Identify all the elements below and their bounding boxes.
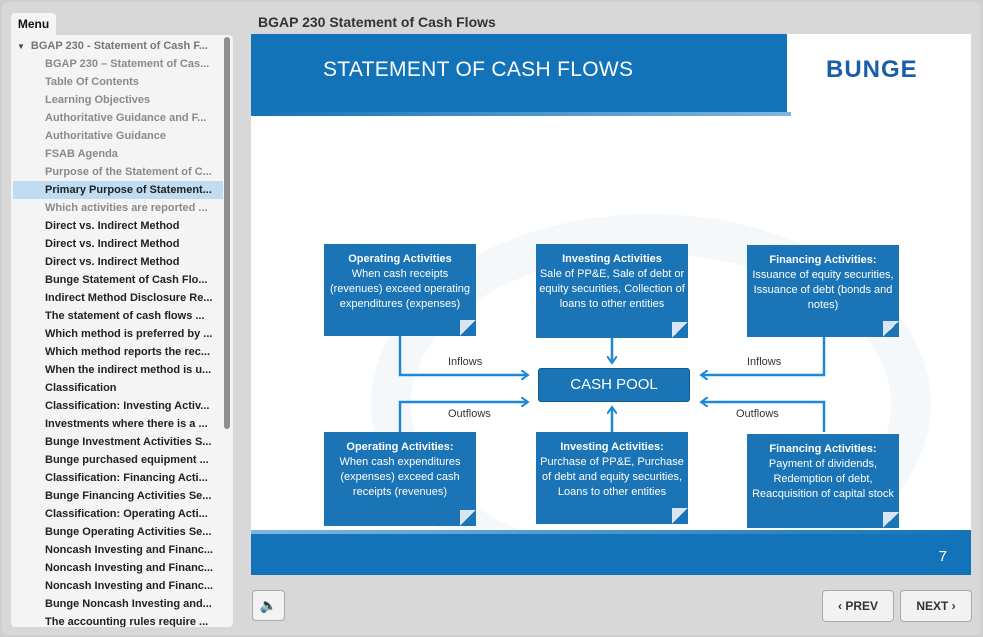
bunge-logo: BUNGE bbox=[826, 56, 918, 83]
box-operating-inflow: Operating Activities When cash receipts … bbox=[324, 244, 476, 336]
menu-item[interactable]: Classification bbox=[45, 382, 117, 394]
prev-label: PREV bbox=[845, 599, 879, 613]
menu-item[interactable]: The statement of cash flows ... bbox=[45, 310, 205, 322]
flow-arrows bbox=[398, 336, 826, 432]
menu-item-course[interactable]: ▼BGAP 230 - Statement of Cash F... bbox=[11, 37, 223, 55]
chevron-left-icon: ‹ bbox=[837, 599, 842, 613]
next-button[interactable]: NEXT › bbox=[900, 590, 972, 622]
menu-item[interactable]: Which method reports the rec... bbox=[45, 346, 211, 358]
footer-stripe bbox=[251, 530, 971, 534]
next-label: NEXT bbox=[916, 599, 949, 613]
box-title: Operating Activities bbox=[348, 253, 452, 265]
banner-stripe bbox=[251, 112, 791, 116]
cash-pool-box: CASH POOL bbox=[538, 368, 690, 402]
menu-item[interactable]: Bunge Statement of Cash Flo... bbox=[45, 274, 208, 286]
menu-item[interactable]: Indirect Method Disclosure Re... bbox=[45, 292, 213, 304]
logo-area bbox=[787, 34, 971, 112]
menu-item[interactable]: Direct vs. Indirect Method bbox=[45, 220, 180, 232]
box-investing-outflow: Investing Activities: Purchase of PP&E, … bbox=[536, 432, 688, 524]
page-curl bbox=[672, 322, 688, 338]
menu-item[interactable]: Bunge Investment Activities S... bbox=[45, 436, 212, 448]
box-text: Purchase of PP&E, Purchase of debt and e… bbox=[540, 456, 684, 498]
arrow-op-outflow bbox=[398, 402, 527, 432]
page-curl bbox=[460, 510, 476, 526]
menu-item[interactable]: Direct vs. Indirect Method bbox=[45, 238, 180, 250]
menu-scrollbar[interactable] bbox=[224, 37, 230, 429]
slide-title: STATEMENT OF CASH FLOWS bbox=[323, 58, 634, 81]
menu-item[interactable]: The accounting rules require ... bbox=[45, 616, 209, 627]
menu-item[interactable]: Bunge Operating Activities Se... bbox=[45, 526, 212, 538]
page-number: 7 bbox=[938, 548, 947, 565]
menu-item[interactable]: Authoritative Guidance and F... bbox=[45, 112, 207, 124]
box-title: Operating Activities: bbox=[346, 441, 454, 453]
menu-tab[interactable]: Menu bbox=[11, 13, 56, 35]
menu-item[interactable]: Bunge purchased equipment ... bbox=[45, 454, 209, 466]
menu-item[interactable]: Learning Objectives bbox=[45, 94, 151, 106]
box-title: Financing Activities: bbox=[769, 443, 877, 455]
arrow-fin-inflow bbox=[702, 336, 826, 375]
label-inflows-right: Inflows bbox=[747, 356, 782, 368]
menu-item-selected[interactable]: Primary Purpose of Statement... bbox=[13, 181, 223, 199]
menu-item[interactable]: FSAB Agenda bbox=[45, 148, 118, 160]
chevron-right-icon: › bbox=[951, 599, 956, 613]
sound-button[interactable]: 🔈 bbox=[252, 590, 285, 621]
box-investing-inflow: Investing Activities Sale of PP&E, Sale … bbox=[536, 244, 688, 338]
page-curl bbox=[460, 320, 476, 336]
menu-item[interactable]: Classification: Operating Acti... bbox=[45, 508, 208, 520]
menu-item[interactable]: Investments where there is a ... bbox=[45, 418, 208, 430]
speaker-icon: 🔈 bbox=[259, 597, 278, 613]
menu-item[interactable]: Noncash Investing and Financ... bbox=[45, 544, 214, 556]
menu-item[interactable]: Which method is preferred by ... bbox=[45, 328, 213, 340]
collapse-triangle-icon[interactable]: ▼ bbox=[17, 42, 25, 51]
slide-canvas: STATEMENT OF CASH FLOWS BUNGE Operating … bbox=[251, 34, 971, 575]
label-outflows-left: Outflows bbox=[448, 408, 491, 420]
box-title: Investing Activities: bbox=[560, 441, 664, 453]
box-text: Issuance of equity securities, Issuance … bbox=[752, 269, 894, 311]
menu-item[interactable]: Bunge Financing Activities Se... bbox=[45, 490, 212, 502]
box-title: Investing Activities bbox=[562, 253, 662, 265]
menu-item[interactable]: Purpose of the Statement of C... bbox=[45, 166, 212, 178]
box-financing-inflow: Financing Activities: Issuance of equity… bbox=[747, 245, 899, 337]
box-text: When cash receipts (revenues) exceed ope… bbox=[329, 268, 471, 310]
course-title: BGAP 230 Statement of Cash Flows bbox=[258, 14, 496, 30]
box-financing-outflow: Financing Activities: Payment of dividen… bbox=[747, 434, 899, 528]
menu-item[interactable]: Noncash Investing and Financ... bbox=[45, 562, 214, 574]
label-outflows-right: Outflows bbox=[736, 408, 779, 420]
label-inflows-left: Inflows bbox=[448, 356, 483, 368]
box-text: Sale of PP&E, Sale of debt or equity sec… bbox=[539, 268, 685, 310]
page-curl bbox=[672, 508, 688, 524]
box-title: Financing Activities: bbox=[769, 254, 877, 266]
menu-sidebar: ▼BGAP 230 - Statement of Cash F... BGAP … bbox=[11, 35, 233, 627]
page-curl bbox=[883, 512, 899, 528]
arrow-fin-outflow bbox=[702, 402, 826, 432]
arrow-op-inflow bbox=[398, 336, 527, 375]
box-text: When cash expenditures (expenses) exceed… bbox=[339, 456, 461, 498]
menu-item[interactable]: When the indirect method is u... bbox=[45, 364, 212, 376]
slide-footer bbox=[251, 534, 971, 575]
menu-item[interactable]: BGAP 230 – Statement of Cas... bbox=[45, 58, 210, 70]
menu-item[interactable]: Classification: Financing Acti... bbox=[45, 472, 208, 484]
menu-item[interactable]: Noncash Investing and Financ... bbox=[45, 580, 214, 592]
menu-item[interactable]: Direct vs. Indirect Method bbox=[45, 256, 180, 268]
menu-item[interactable]: Bunge Noncash Investing and... bbox=[45, 598, 212, 610]
prev-button[interactable]: ‹ PREV bbox=[822, 590, 894, 622]
box-operating-outflow: Operating Activities: When cash expendit… bbox=[324, 432, 476, 526]
menu-item[interactable]: Authoritative Guidance bbox=[45, 130, 167, 142]
page-curl bbox=[883, 321, 899, 337]
menu-item[interactable]: Table Of Contents bbox=[45, 76, 139, 88]
menu-list: ▼BGAP 230 - Statement of Cash F... BGAP … bbox=[11, 37, 223, 627]
box-text: Payment of dividends, Redemption of debt… bbox=[752, 458, 894, 500]
menu-item[interactable]: Which activities are reported ... bbox=[45, 202, 208, 214]
menu-item[interactable]: Classification: Investing Activ... bbox=[45, 400, 210, 412]
